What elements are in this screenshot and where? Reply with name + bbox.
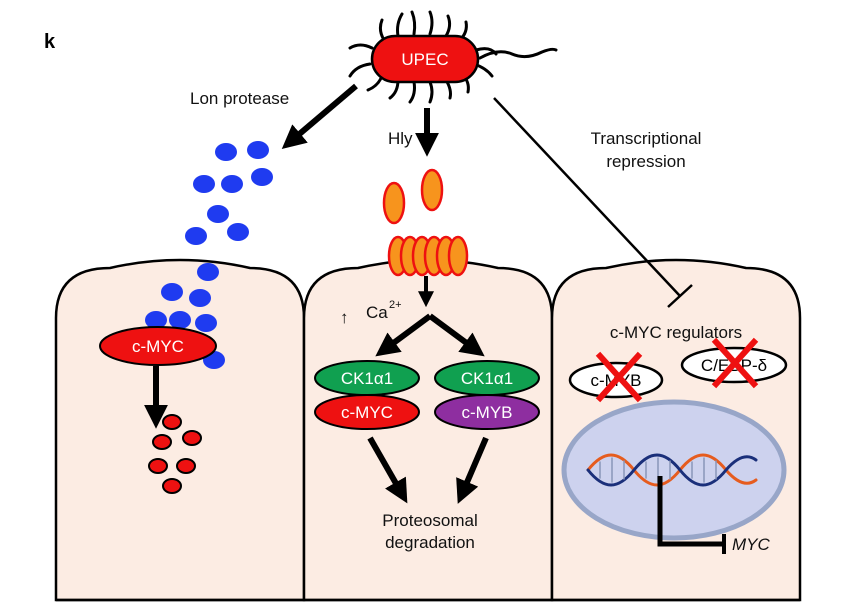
degradation-arrow-left <box>367 436 408 504</box>
hly-monomer-left <box>382 181 406 225</box>
split-arrow-left <box>375 313 432 357</box>
cmyc-regulators-title: c-MYC regulators <box>610 323 742 342</box>
dna-helix-icon <box>586 453 758 487</box>
lon-arrow <box>281 83 358 149</box>
cmyb-middle-label: c-MYB <box>462 403 513 422</box>
repression-line <box>493 97 681 297</box>
upec-bacterium <box>370 34 480 84</box>
pili <box>348 10 558 104</box>
calcium-up-arrow: ↑ <box>340 308 349 327</box>
degradation-arrow-right <box>456 436 489 504</box>
ck1a1-right-label: CK1α1 <box>461 369 513 388</box>
cmyc-middle-oval <box>314 394 420 430</box>
cmyc-left-oval <box>99 326 217 366</box>
myc-gene-label: MYC <box>732 535 771 554</box>
calcium-charge: 2+ <box>389 299 402 311</box>
hly-label: Hly <box>388 129 413 148</box>
calcium-label: Ca <box>366 303 388 322</box>
upec-label: UPEC <box>401 50 448 69</box>
split-arrow-right <box>428 313 485 357</box>
cmyc-left-label: c-MYC <box>132 337 184 356</box>
cmyc-fragments <box>148 414 202 494</box>
cmyb-middle-oval <box>434 394 540 430</box>
nucleus <box>561 399 787 541</box>
cmyc-middle-label: c-MYC <box>341 403 393 422</box>
cmyb-regulator-cross-icon <box>595 351 643 403</box>
repression-label-line1: Transcriptional <box>591 129 702 148</box>
degradation-label-line1: Proteosomal <box>382 511 477 530</box>
degradation-label-line2: degradation <box>385 533 475 552</box>
panel-letter: k <box>44 31 56 53</box>
ck1a1-left-label: CK1α1 <box>341 369 393 388</box>
hly-monomer-right <box>420 168 444 212</box>
lon-protease-label: Lon protease <box>190 89 289 108</box>
myc-repression-bracket <box>657 476 722 547</box>
repression-label-line2: repression <box>606 152 685 171</box>
lon-protease-dots <box>145 141 273 369</box>
cebpd-regulator-cross-icon <box>711 337 759 389</box>
hly-pore <box>387 235 469 277</box>
repression-bar <box>667 284 693 308</box>
